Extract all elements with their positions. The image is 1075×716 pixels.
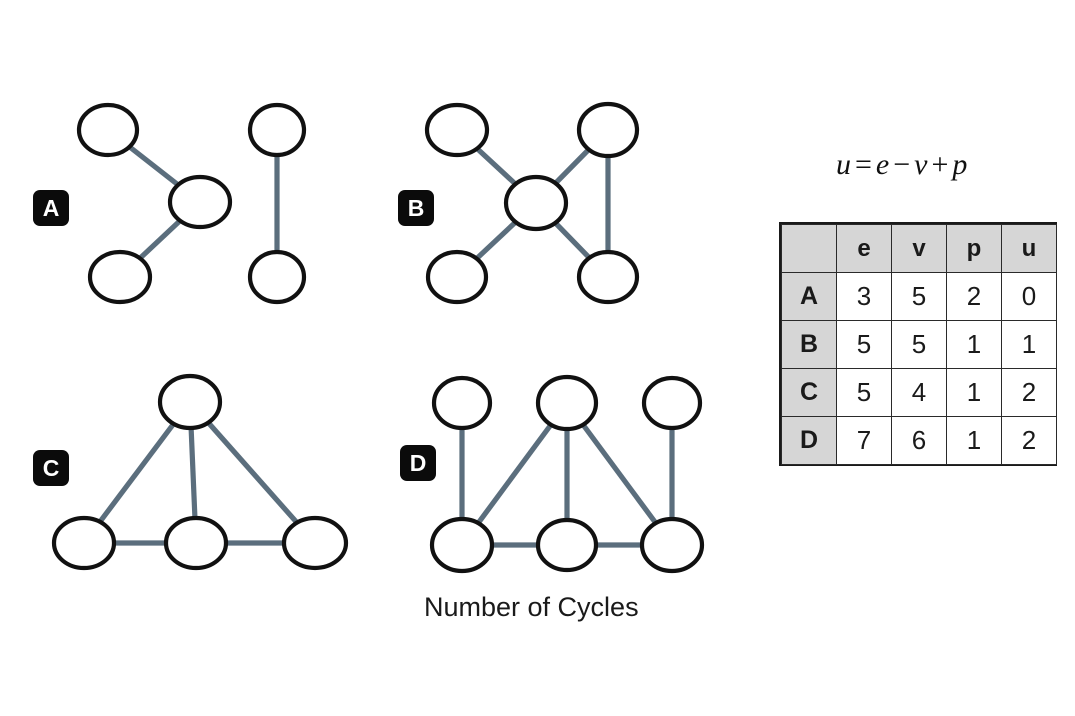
panel-badge-a: A <box>33 190 69 226</box>
graph-edge-c-2 <box>187 401 199 544</box>
graph-node-a-4 <box>247 102 307 158</box>
stats-row-label-a: A <box>781 272 837 321</box>
graph-node-c-4 <box>281 515 349 571</box>
graph-node-b-5 <box>576 249 640 305</box>
graph-node-d-4 <box>429 516 495 574</box>
stats-cell-a-p: 2 <box>946 272 1002 321</box>
graph-edge-b-4 <box>534 201 610 279</box>
graph-edge-d-2 <box>459 401 570 547</box>
graph-edge-b-3 <box>455 201 538 279</box>
graph-node-b-3 <box>503 174 569 232</box>
graph-edge-b-1 <box>455 128 538 205</box>
stats-cell-b-v: 5 <box>891 320 947 369</box>
stats-cell-d-p: 1 <box>946 416 1002 465</box>
graph-node-c-1 <box>157 373 223 431</box>
graph-node-a-3 <box>87 249 153 305</box>
formula-minus: − <box>893 148 912 181</box>
graph-edge-a-2 <box>118 200 202 279</box>
graph-node-a-2 <box>167 174 233 230</box>
stats-cell-c-u: 2 <box>1001 368 1057 417</box>
panel-badge-b: B <box>398 190 434 226</box>
graph-node-c-2 <box>51 515 117 571</box>
stats-cell-b-u: 1 <box>1001 320 1057 369</box>
graph-node-c-3 <box>163 515 229 571</box>
formula-term-e: e <box>875 148 891 181</box>
stats-table-header-e: e <box>836 224 892 273</box>
graph-node-b-4 <box>425 249 489 305</box>
graph-edge-b-2 <box>534 128 610 205</box>
stats-table-head: e v p u <box>781 224 1057 273</box>
stats-table-corner-cell <box>781 224 837 273</box>
graph-node-b-1 <box>424 102 490 158</box>
stats-cell-d-e: 7 <box>836 416 892 465</box>
graph-node-b-2 <box>576 101 640 159</box>
stats-cell-a-u: 0 <box>1001 272 1057 321</box>
stats-table-header-v: v <box>891 224 947 273</box>
stats-cell-c-v: 4 <box>891 368 947 417</box>
graph-node-d-3 <box>641 375 703 431</box>
stats-row-label-d: D <box>781 416 837 465</box>
formula-term-p: p <box>952 148 969 181</box>
graph-edge-a-1 <box>106 127 202 205</box>
graph-node-a-5 <box>247 249 307 305</box>
stats-table-header-u: u <box>1001 224 1057 273</box>
stats-table-header-row: e v p u <box>781 224 1057 273</box>
graph-node-a-1 <box>76 102 140 158</box>
stats-cell-d-u: 2 <box>1001 416 1057 465</box>
panel-badge-d: D <box>400 445 436 481</box>
stats-cell-c-p: 1 <box>946 368 1002 417</box>
figure-caption: Number of Cycles <box>424 592 639 622</box>
formula-plus: + <box>931 148 950 181</box>
euler-formula: u=e−v+p <box>836 148 968 182</box>
formula-term-v: v <box>914 148 929 181</box>
graph-edge-c-3 <box>188 400 317 545</box>
stats-cell-a-e: 3 <box>836 272 892 321</box>
nodes-layer <box>51 101 705 574</box>
graph-node-d-2 <box>535 374 599 432</box>
stats-cell-c-e: 5 <box>836 368 892 417</box>
graph-node-d-5 <box>535 517 599 573</box>
stats-row-label-c: C <box>781 368 837 417</box>
formula-lhs: u <box>836 148 852 181</box>
graph-node-d-6 <box>639 516 705 574</box>
panel-badge-c: C <box>33 450 69 486</box>
stats-cell-b-p: 1 <box>946 320 1002 369</box>
formula-equals: = <box>855 148 873 181</box>
stats-cell-d-v: 6 <box>891 416 947 465</box>
edges-layer <box>81 127 675 548</box>
graph-edge-c-1 <box>81 400 193 545</box>
stats-row-label-b: B <box>781 320 837 369</box>
stats-cell-b-e: 5 <box>836 320 892 369</box>
graph-node-d-1 <box>431 375 493 431</box>
graph-edge-d-4 <box>564 401 675 547</box>
stats-cell-a-v: 5 <box>891 272 947 321</box>
stats-table-header-p: p <box>946 224 1002 273</box>
